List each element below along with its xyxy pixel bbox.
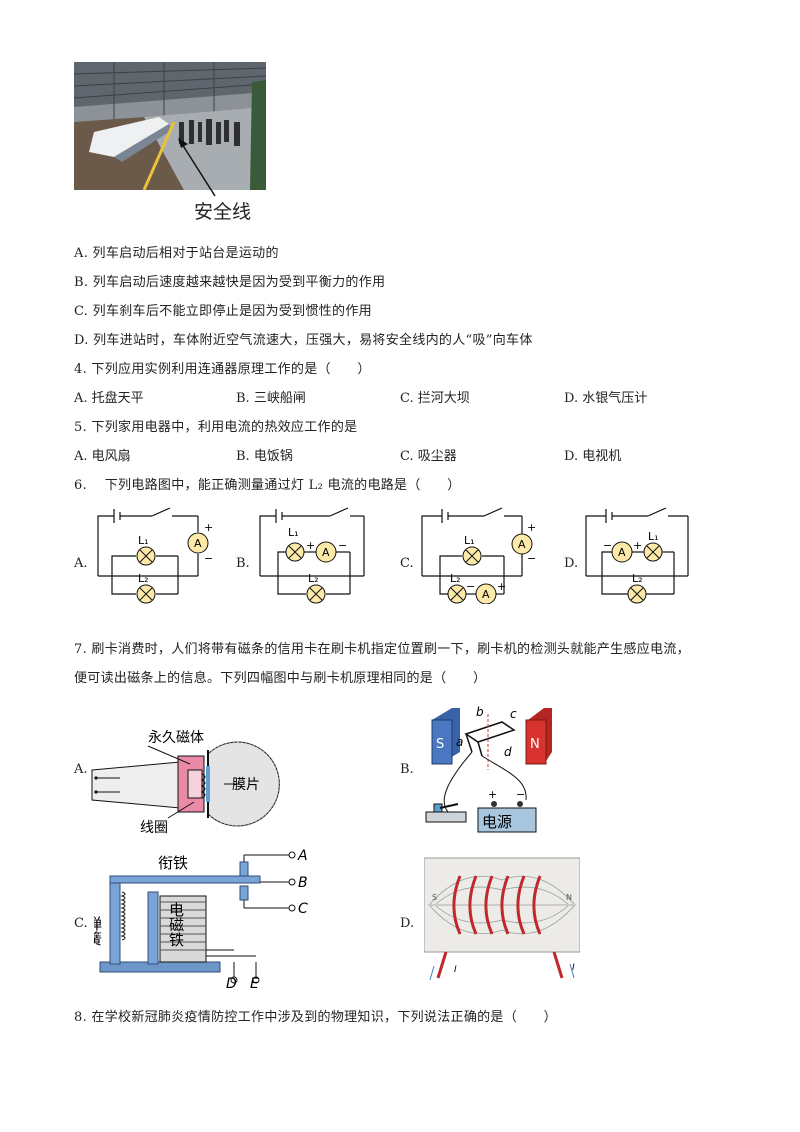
circuit-c-ammeter-branch: A — [475, 583, 497, 604]
svg-text:L₁: L₁ — [648, 530, 659, 543]
svg-text:−: − — [466, 580, 475, 593]
svg-text:N: N — [530, 737, 540, 752]
svg-text:L₁: L₁ — [138, 534, 149, 547]
q4-option-d: D. 水银气压计 — [564, 391, 648, 406]
circuit-d-lamp-l2 — [627, 584, 647, 604]
svg-text:+: + — [497, 580, 506, 593]
circuit-c-lamp-l2 — [447, 584, 467, 604]
q7-fig-c-label: C. — [74, 916, 88, 931]
svg-text:+: + — [204, 521, 213, 534]
circuit-d-lamp-l1 — [643, 542, 663, 562]
circuit-b: A + − L₁ L₂ — [259, 507, 365, 604]
svg-text:L₁: L₁ — [464, 534, 475, 547]
svg-text:C: C — [298, 901, 308, 917]
circuit-b-ammeter: A — [315, 541, 337, 563]
svg-text:L₂: L₂ — [308, 572, 319, 585]
q7-stem-line2: 便可读出磁条上的信息。下列四幅图中与刷卡机原理相同的是（ ） — [74, 671, 487, 686]
svg-text:I: I — [454, 965, 457, 975]
q3-option-a: A. 列车启动后相对于站台是运动的 — [74, 246, 279, 261]
q5-option-b: B. 电饭锅 — [236, 449, 293, 464]
svg-text:−: − — [516, 788, 525, 801]
svg-text:膜片: 膜片 — [232, 777, 260, 793]
q4-option-a: A. 托盘天平 — [74, 391, 144, 406]
q3-option-d: D. 列车进站时，车体附近空气流速大，压强大，易将安全线内的人“吸”向车体 — [74, 333, 533, 348]
circuit-b-lamp-l1 — [285, 542, 305, 562]
svg-text:永久磁体: 永久磁体 — [148, 730, 204, 746]
svg-text:A: A — [618, 546, 626, 559]
svg-text:−: − — [527, 552, 536, 565]
q4-stem: 4. 下列应用实例利用连通器原理工作的是（ ） — [74, 362, 371, 377]
svg-text:+: + — [306, 539, 315, 552]
q7-fig-a-label: A. — [74, 762, 88, 777]
q5-option-c: C. 吸尘器 — [400, 449, 457, 464]
svg-text:+: + — [527, 521, 536, 534]
q4-option-b: B. 三峡船闸 — [236, 391, 306, 406]
safety-line-arrow — [178, 138, 216, 197]
circuit-b-label: B. — [236, 556, 250, 571]
q5-stem: 5. 下列家用电器中，利用电流的热效应工作的是 — [74, 420, 358, 435]
q7-stem-line1: 7. 刷卡消费时，人们将带有磁条的信用卡在刷卡机指定位置刷一下，刷卡机的检测头就… — [74, 642, 690, 657]
svg-text:线圈: 线圈 — [140, 820, 168, 836]
q7-fig-d-label: D. — [400, 916, 415, 931]
q6-stem: 6. 下列电路图中，能正确测量通过灯 L₂ 电流的电路是（ ） — [74, 478, 461, 493]
svg-text:−: − — [338, 539, 347, 552]
circuit-c: A A + − − + L₁ L₂ — [421, 507, 536, 604]
svg-text:S: S — [432, 893, 437, 902]
svg-text:a: a — [456, 735, 463, 749]
svg-text:L₂: L₂ — [632, 572, 643, 585]
svg-text:电磁铁: 电磁铁 — [167, 902, 185, 947]
svg-text:+: + — [633, 539, 642, 552]
svg-text:−: − — [204, 552, 213, 565]
q7-fig-b-generator: S N b c a d + − 电源 — [425, 705, 552, 833]
svg-text:电源: 电源 — [482, 813, 512, 831]
svg-text:E: E — [250, 976, 259, 990]
svg-text:弹簧: 弹簧 — [94, 916, 103, 946]
svg-text:A: A — [194, 537, 202, 550]
q3-option-b: B. 列车启动后速度越来越快是因为受到平衡力的作用 — [74, 275, 386, 290]
svg-text:S: S — [436, 737, 444, 752]
circuit-d: A − + L₁ L₂ — [585, 507, 689, 604]
q7-fig-c-relay: 衔铁 弹簧 电磁铁 A B C D E — [94, 848, 308, 990]
svg-text:A: A — [518, 538, 526, 551]
circuit-a-lamp-l2 — [136, 584, 156, 604]
svg-text:d: d — [504, 745, 512, 759]
q3-option-c: C. 列车刹车后不能立即停止是因为受到惯性的作用 — [74, 304, 372, 319]
q5-option-a: A. 电风扇 — [74, 449, 131, 464]
circuit-c-label: C. — [400, 556, 414, 571]
circuit-a-lamp-l1 — [136, 546, 156, 566]
circuit-d-label: D. — [564, 556, 579, 571]
svg-text:A: A — [482, 588, 490, 601]
svg-text:A: A — [322, 546, 330, 559]
svg-text:I: I — [572, 963, 575, 973]
photo-caption: 安全线 — [194, 201, 252, 223]
svg-text:c: c — [510, 707, 517, 721]
q7-fig-a-microphone: 永久磁体 线圈 膜片 — [91, 730, 280, 836]
circuit-c-lamp-l1 — [462, 546, 482, 566]
q7-fig-d-solenoid: S N I I — [424, 857, 580, 980]
svg-text:B: B — [298, 875, 308, 891]
q4-option-c: C. 拦河大坝 — [400, 391, 470, 406]
svg-text:b: b — [476, 705, 484, 719]
circuit-a: A + − L₁ L₂ — [97, 507, 213, 604]
circuit-b-lamp-l2 — [306, 584, 326, 604]
q8-stem: 8. 在学校新冠肺炎疫情防控工作中涉及到的物理知识，下列说法正确的是（ ） — [74, 1010, 557, 1025]
svg-text:D: D — [226, 976, 237, 990]
q7-fig-b-label: B. — [400, 762, 414, 777]
svg-text:L₂: L₂ — [138, 572, 149, 585]
svg-text:−: − — [603, 539, 612, 552]
svg-text:L₂: L₂ — [450, 572, 461, 585]
circuit-c-ammeter-main: A — [511, 533, 533, 555]
q5-option-d: D. 电视机 — [564, 449, 622, 464]
circuit-a-label: A. — [74, 556, 88, 571]
circuit-d-ammeter: A — [611, 541, 633, 563]
svg-text:+: + — [488, 788, 497, 801]
train-station-photo — [73, 62, 267, 191]
svg-text:L₁: L₁ — [288, 526, 299, 539]
svg-text:N: N — [566, 893, 572, 902]
svg-text:衔铁: 衔铁 — [158, 854, 188, 872]
circuit-a-ammeter: A — [187, 532, 209, 554]
svg-text:A: A — [297, 848, 308, 864]
